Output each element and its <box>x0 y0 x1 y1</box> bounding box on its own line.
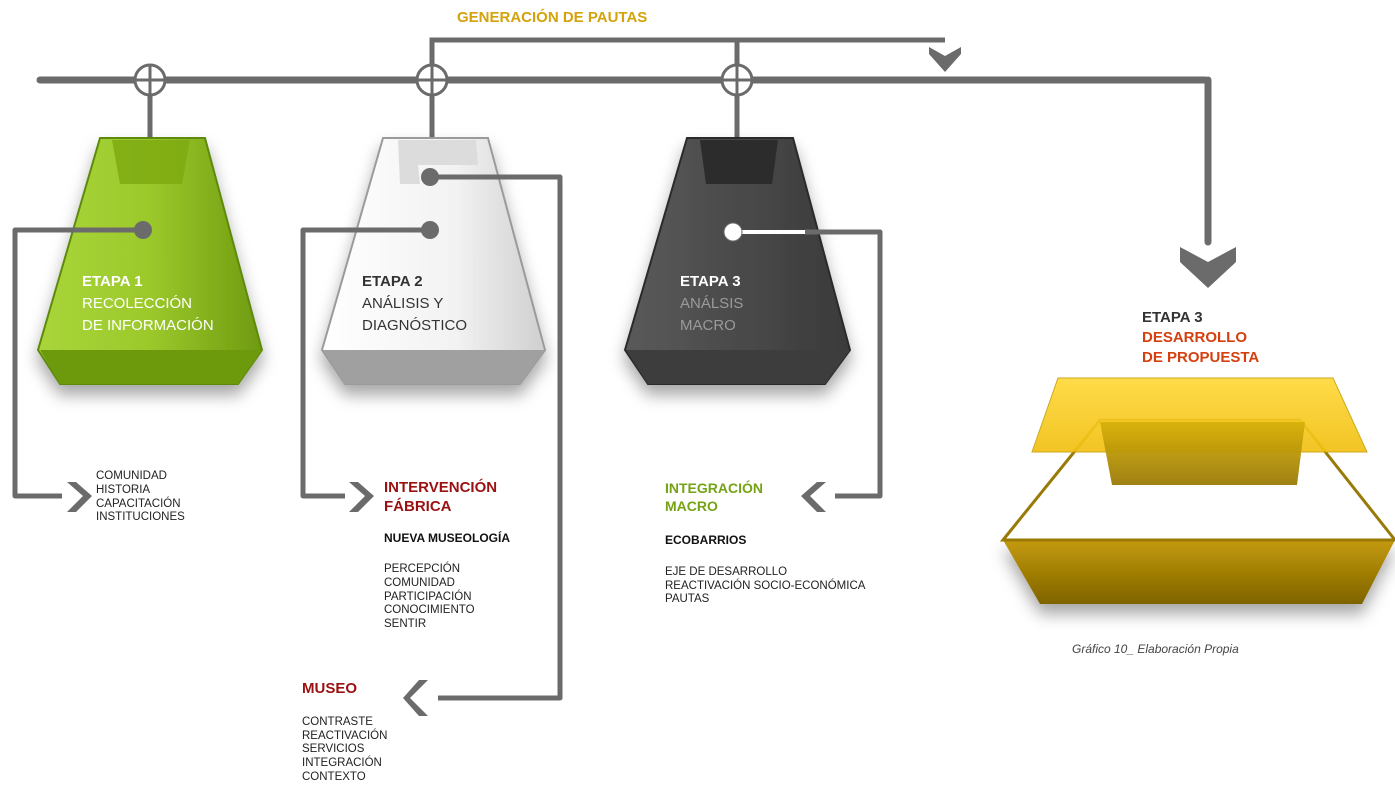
list-item: INSTITUCIONES <box>96 511 185 524</box>
proposal-shape <box>999 377 1395 604</box>
feedback-loop <box>429 37 945 140</box>
main-axis <box>36 76 1212 246</box>
stage1-line1: RECOLECCIÓN <box>82 294 193 312</box>
integracion-subheading: ECOBARRIOS <box>665 533 747 548</box>
stage2-label: ETAPA 2 ANÁLISIS Y DIAGNÓSTICO <box>362 273 468 334</box>
list-item: SERVICIOS <box>302 743 365 756</box>
museo-items: CONTRASTE REACTIVACIÓN SERVICIOS INTEGRA… <box>302 716 387 785</box>
stage1-shape <box>36 137 264 385</box>
diagram-title: GENERACIÓN DE PAUTAS <box>457 9 648 26</box>
proposal-label: ETAPA 3 DESARROLLO DE PROPUESTA <box>1142 309 1260 366</box>
etapa1-items: COMUNIDAD HISTORIA CAPACITACIÓN INSTITUC… <box>96 470 185 525</box>
list-item: CONTRASTE <box>302 715 373 728</box>
etapa1-arrow-icon <box>67 482 92 512</box>
stage1-title: ETAPA 1 <box>82 273 143 290</box>
stage2-line2: DIAGNÓSTICO <box>362 316 468 334</box>
intervencion-block: INTERVENCIÓN FÁBRICA NUEVA MUSEOLOGÍA PE… <box>384 479 511 632</box>
proposal-title: ETAPA 3 <box>1142 309 1203 326</box>
list-item: COMUNIDAD <box>384 576 455 589</box>
list-item: REACTIVACIÓN <box>302 729 388 742</box>
intervencion-subheading: NUEVA MUSEOLOGÍA <box>384 530 511 545</box>
stage3-line2: MACRO <box>680 316 736 334</box>
integracion-block: INTEGRACIÓN MACRO ECOBARRIOS EJE DE DESA… <box>665 480 865 607</box>
intervencion-items: PERCEPCIÓN COMUNIDAD PARTICIPACIÓN CONOC… <box>384 563 510 632</box>
proposal-line1: DESARROLLO <box>1142 328 1247 346</box>
list-item: EJE DE DESARROLLO <box>665 565 788 578</box>
list-item: CONOCIMIENTO <box>384 604 475 617</box>
list-item: REACTIVACIÓN SOCIO-ECONÓMICA <box>665 579 866 592</box>
intervencion-arrow-icon <box>349 482 374 512</box>
list-item: PERCEPCIÓN <box>384 563 461 576</box>
list-item: CAPACITACIÓN <box>96 497 181 510</box>
integracion-heading-2: MACRO <box>665 497 718 514</box>
stage2-line1: ANÁLISIS Y <box>362 294 444 312</box>
museo-heading: MUSEO <box>302 680 358 697</box>
proposal-line2: DE PROPUESTA <box>1142 348 1260 366</box>
list-item: SENTIR <box>384 618 427 631</box>
museo-arrow-icon <box>403 680 428 716</box>
list-item: INTEGRACIÓN <box>302 757 382 770</box>
list-item: PARTICIPACIÓN <box>384 590 472 603</box>
integracion-arrow-icon <box>801 482 826 512</box>
list-item: COMUNIDAD <box>96 470 167 482</box>
feedback-arrow-icon <box>929 47 961 72</box>
stage1-label: ETAPA 1 RECOLECCIÓN DE INFORMACIÓN <box>82 273 214 334</box>
figure-caption: Gráfico 10_ Elaboración Propia <box>1072 642 1239 656</box>
list-item: PAUTAS <box>665 593 710 606</box>
list-item: HISTORIA <box>96 483 151 496</box>
stage3-label: ETAPA 3 ANÁLSIS MACRO <box>680 273 744 334</box>
stage1-line2: DE INFORMACIÓN <box>82 316 214 334</box>
stage2-title: ETAPA 2 <box>362 273 423 290</box>
museo-block: MUSEO CONTRASTE REACTIVACIÓN SERVICIOS I… <box>302 680 387 785</box>
integracion-items: EJE DE DESARROLLO REACTIVACIÓN SOCIO-ECO… <box>665 566 865 607</box>
stage3-title: ETAPA 3 <box>680 273 741 290</box>
stage2-shape <box>320 137 547 385</box>
intervencion-heading-2: FÁBRICA <box>384 497 452 515</box>
integracion-heading-1: INTEGRACIÓN <box>665 480 763 496</box>
stage3-line1: ANÁLSIS <box>680 294 744 312</box>
intervencion-heading-1: INTERVENCIÓN <box>384 479 498 496</box>
list-item: CONTEXTO <box>302 770 366 783</box>
stage3-shape <box>623 137 852 385</box>
proposal-arrow-icon <box>1180 247 1236 288</box>
